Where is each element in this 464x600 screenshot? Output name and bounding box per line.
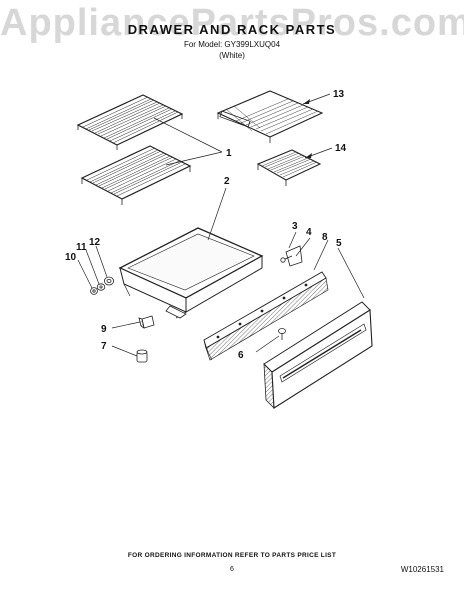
callout-14: 14 bbox=[335, 143, 347, 154]
callout-6: 6 bbox=[238, 350, 244, 361]
leader-lines bbox=[77, 93, 365, 357]
callout-9: 9 bbox=[101, 324, 107, 335]
half-rack bbox=[256, 149, 322, 186]
callout-10: 10 bbox=[65, 252, 77, 263]
nut-part-10 bbox=[90, 287, 98, 295]
oven-rack-upper bbox=[76, 94, 184, 150]
washer-part-11 bbox=[96, 283, 106, 291]
callout-1: 1 bbox=[226, 148, 232, 159]
wheel-part-12 bbox=[104, 276, 115, 286]
bracket-part-3 bbox=[280, 245, 303, 267]
callout-labels: 1 2 3 4 5 6 7 8 9 10 11 12 13 14 bbox=[65, 89, 347, 361]
leader-arrowheads bbox=[303, 99, 312, 158]
drawer-slide-rail bbox=[203, 271, 329, 361]
page-number: 6 bbox=[230, 566, 234, 573]
page-title: DRAWER AND RACK PARTS bbox=[127, 22, 337, 37]
document-number: W10261531 bbox=[400, 565, 444, 574]
model-line: For Model: GY399LXUQ04 bbox=[183, 40, 281, 49]
callout-3: 3 bbox=[292, 221, 298, 232]
callout-12: 12 bbox=[89, 237, 101, 248]
callout-5: 5 bbox=[336, 238, 342, 249]
watermark-text: AppliancePartsPros.com bbox=[0, 2, 464, 44]
callout-7: 7 bbox=[101, 341, 107, 352]
glide-part-9 bbox=[138, 315, 155, 329]
callout-2: 2 bbox=[224, 176, 230, 187]
drawer-front-panel bbox=[263, 301, 373, 410]
callout-11: 11 bbox=[76, 242, 87, 253]
ordering-note: FOR ORDERING INFORMATION REFER TO PARTS … bbox=[127, 552, 337, 559]
callout-8: 8 bbox=[322, 232, 328, 243]
callout-4: 4 bbox=[306, 227, 312, 238]
spacer-part-7 bbox=[136, 349, 148, 363]
drawer-pan bbox=[118, 227, 264, 319]
callout-13: 13 bbox=[333, 89, 345, 100]
split-rack-assembly bbox=[216, 90, 324, 143]
oven-rack-lower bbox=[80, 145, 192, 205]
screw-part-6 bbox=[278, 328, 286, 340]
color-line: (White) bbox=[219, 51, 245, 60]
